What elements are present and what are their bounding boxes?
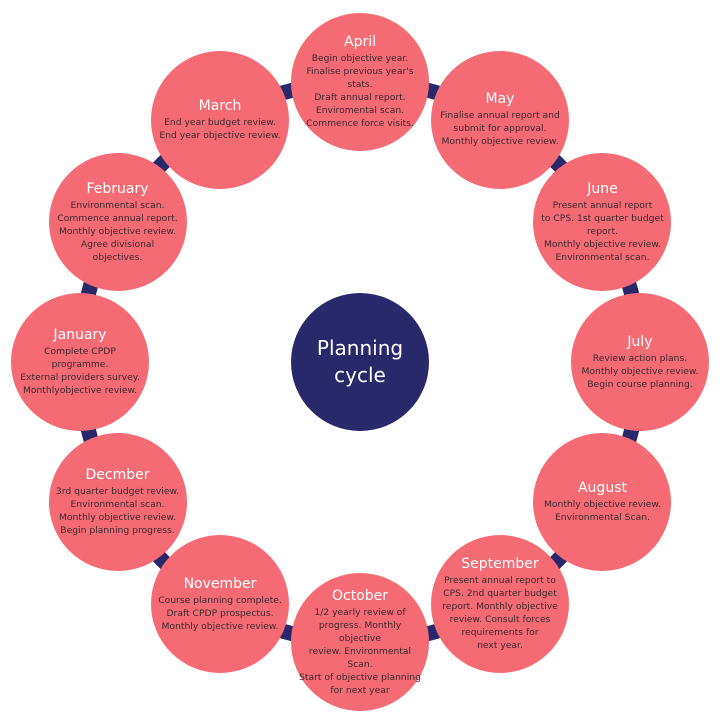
center-node: Planning cycle (291, 293, 429, 431)
month-title: August (577, 480, 627, 496)
month-title: February (86, 180, 149, 197)
month-description: Present annual report to CPS. 1st quarte… (541, 199, 664, 263)
month-title: May (485, 91, 515, 107)
month-title: April (344, 34, 376, 50)
month-title: September (461, 556, 539, 573)
month-title: March (198, 97, 242, 114)
month-description: 3rd quarter budget review. Environmental… (55, 486, 180, 536)
month-node-decmber: Decmber 3rd quarter budget review. Enviro… (48, 433, 187, 571)
month-title: June (587, 180, 618, 197)
month-title: January (53, 327, 107, 343)
center-label: Planning cycle (316, 336, 404, 387)
month-node-october: October 1/2 yearly review of progress. Mo… (291, 573, 429, 711)
month-description: End year budget review. End year objecti… (159, 116, 281, 141)
month-description: Review action plans. Monthly objective r… (581, 352, 699, 390)
month-description: Finalise annual report and submit for ap… (440, 110, 560, 147)
month-description: Present annual report to CPS. 2nd quarte… (442, 575, 558, 652)
month-description: Begin objective year. Finalise previous … (306, 53, 414, 129)
month-title: November (183, 575, 257, 592)
month-description: Course planning complete. Draft CPDP pro… (158, 594, 282, 632)
month-title: Decmber (85, 467, 150, 483)
month-description: Monthly objective review. Environmental … (543, 499, 661, 523)
month-description: 1/2 yearly review of progress. Monthly o… (299, 606, 421, 696)
month-title: July (627, 333, 653, 350)
month-title: October (331, 587, 389, 604)
month-description: Environmental scan. Commence annual repo… (57, 199, 178, 263)
month-description: Complete CPDP programme. External provid… (20, 346, 140, 396)
